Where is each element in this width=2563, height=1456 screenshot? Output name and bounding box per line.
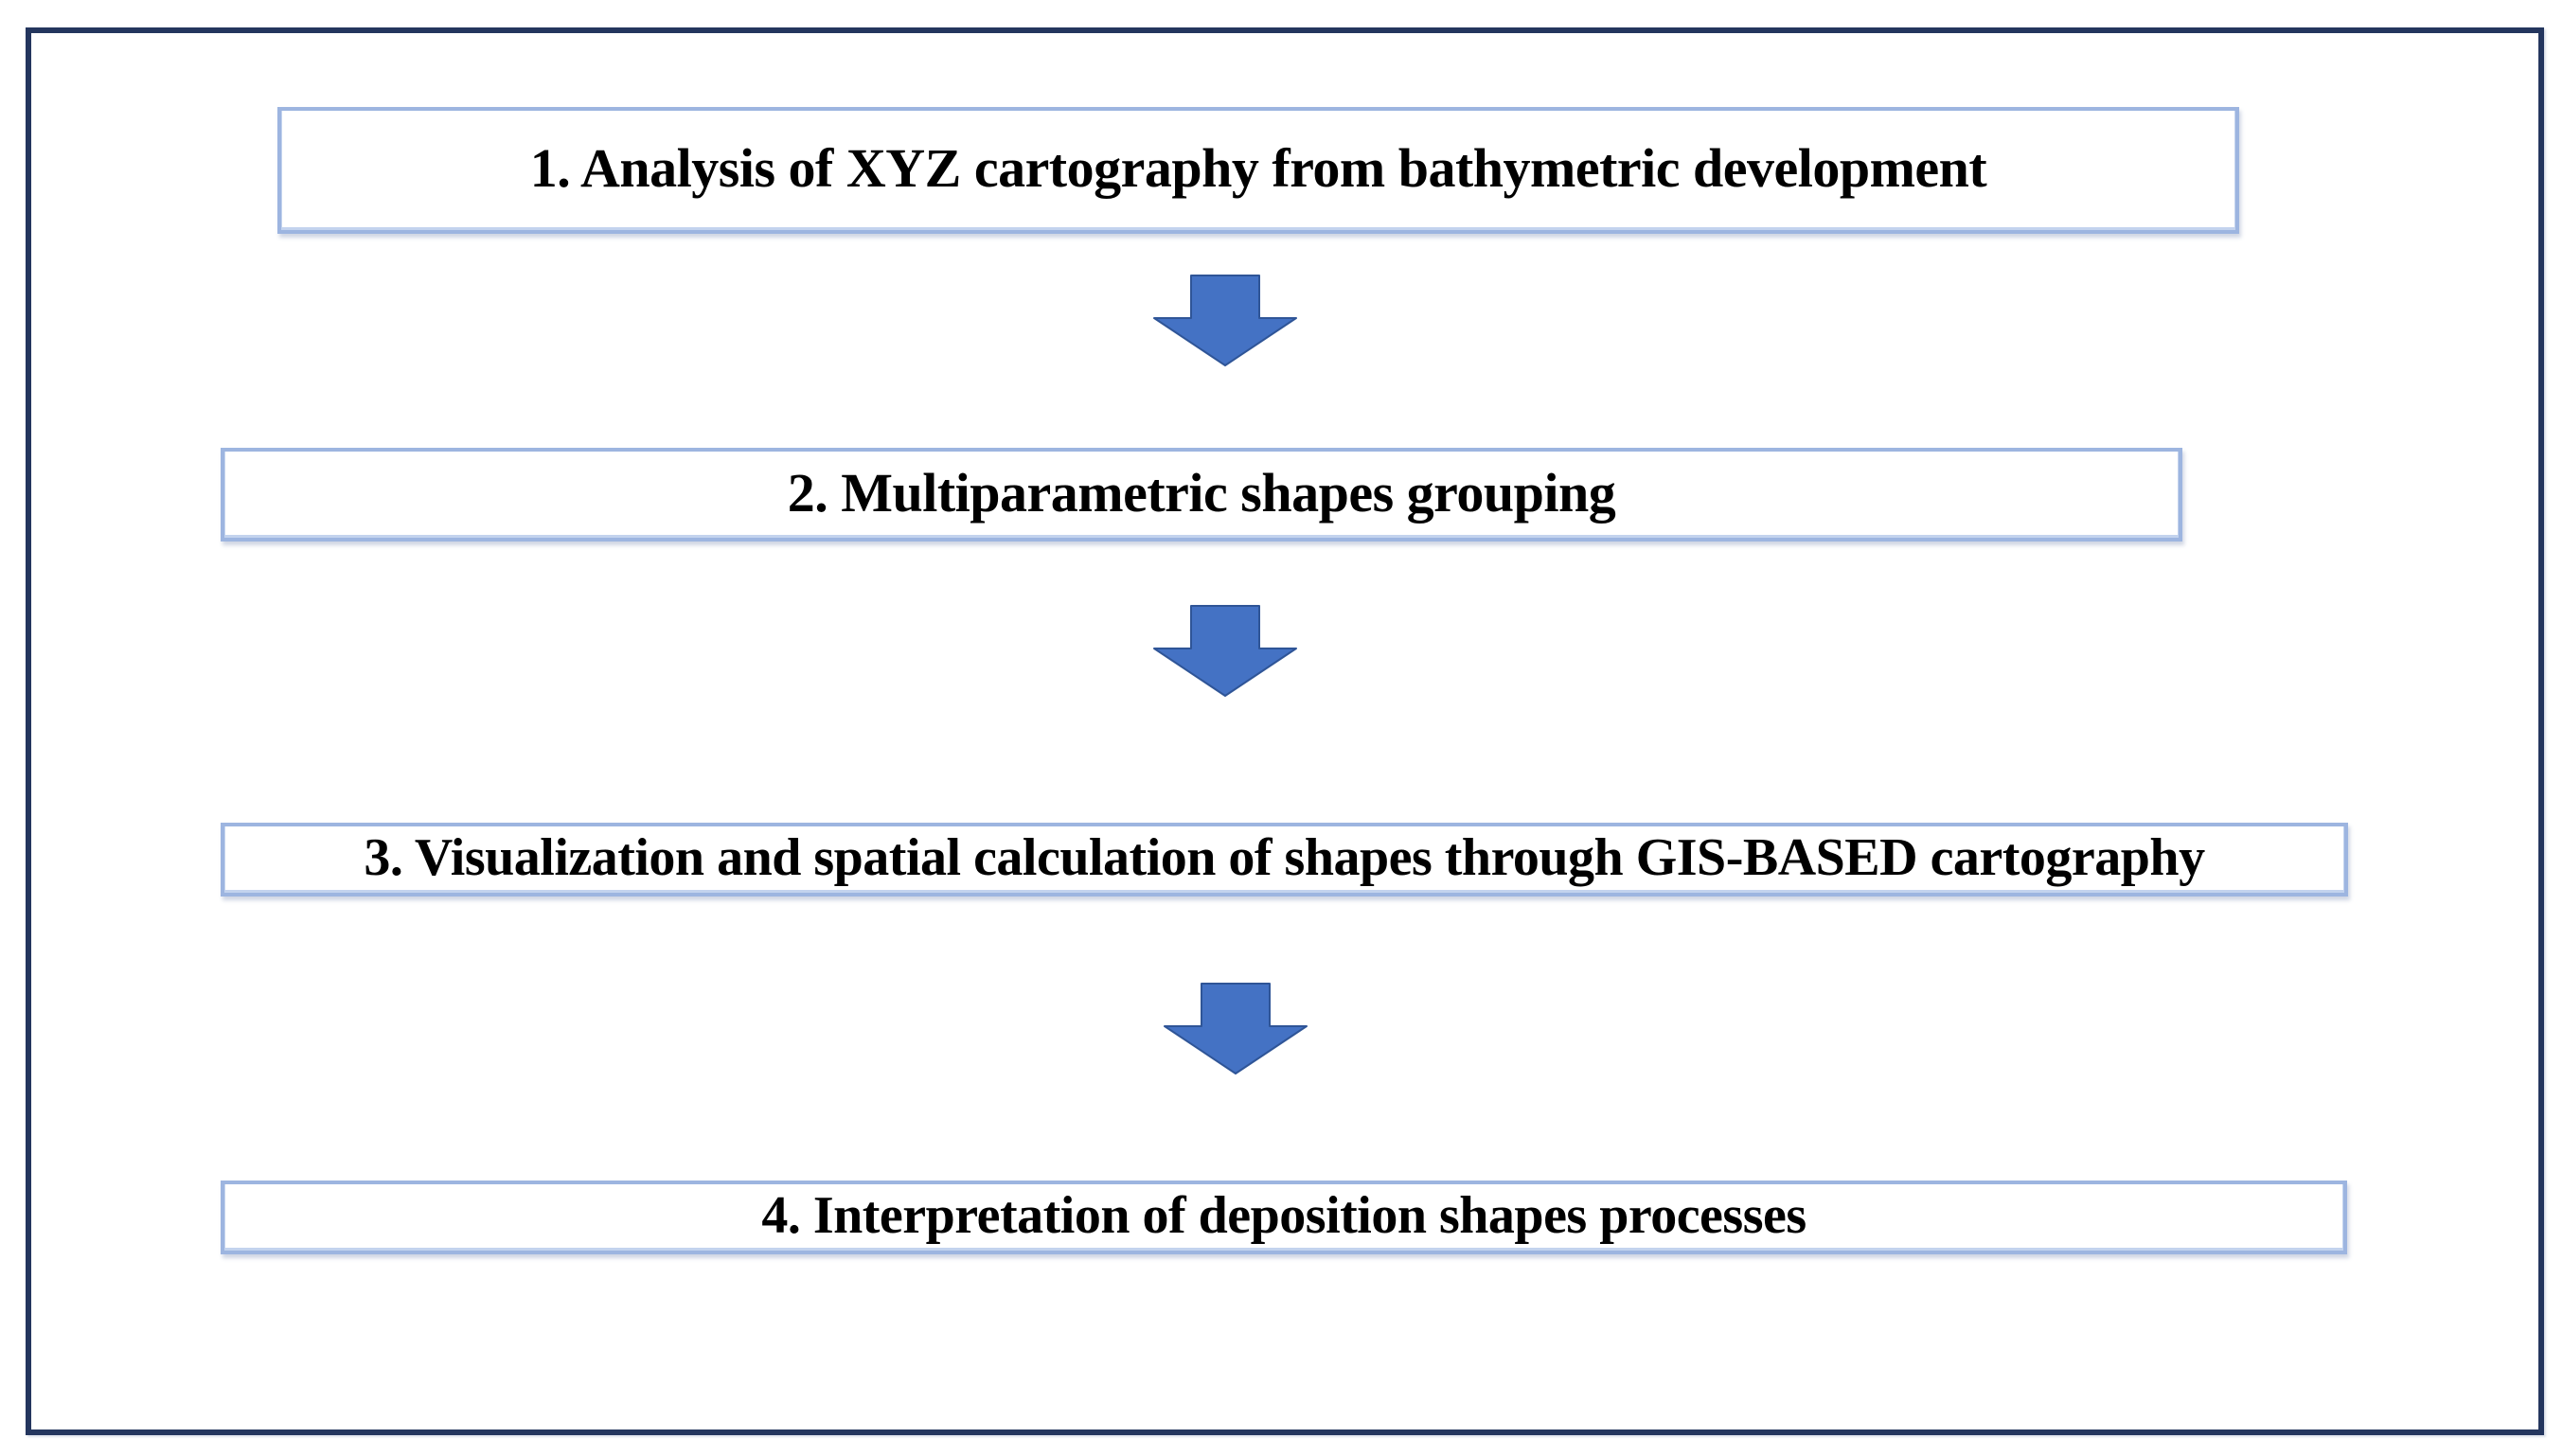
down-arrow-shape — [1153, 605, 1297, 697]
down-arrow-icon — [1164, 983, 1308, 1074]
down-arrow-shape — [1153, 275, 1297, 366]
down-arrow-icon — [1153, 275, 1297, 366]
down-arrow-shape — [1164, 983, 1308, 1074]
step-4-label: 4. Interpretation of deposition shapes p… — [761, 1186, 1807, 1245]
down-arrow-icon — [1153, 605, 1297, 697]
step-box-1: 1. Analysis of XYZ cartography from bath… — [277, 107, 2239, 234]
step-2-label: 2. Multiparametric shapes grouping — [787, 461, 1616, 524]
step-box-2: 2. Multiparametric shapes grouping — [221, 448, 2182, 542]
step-1-label: 1. Analysis of XYZ cartography from bath… — [529, 137, 1987, 199]
step-3-label: 3. Visualization and spatial calculation… — [364, 828, 2205, 887]
step-box-4: 4. Interpretation of deposition shapes p… — [221, 1181, 2347, 1254]
step-box-3: 3. Visualization and spatial calculation… — [221, 823, 2348, 897]
